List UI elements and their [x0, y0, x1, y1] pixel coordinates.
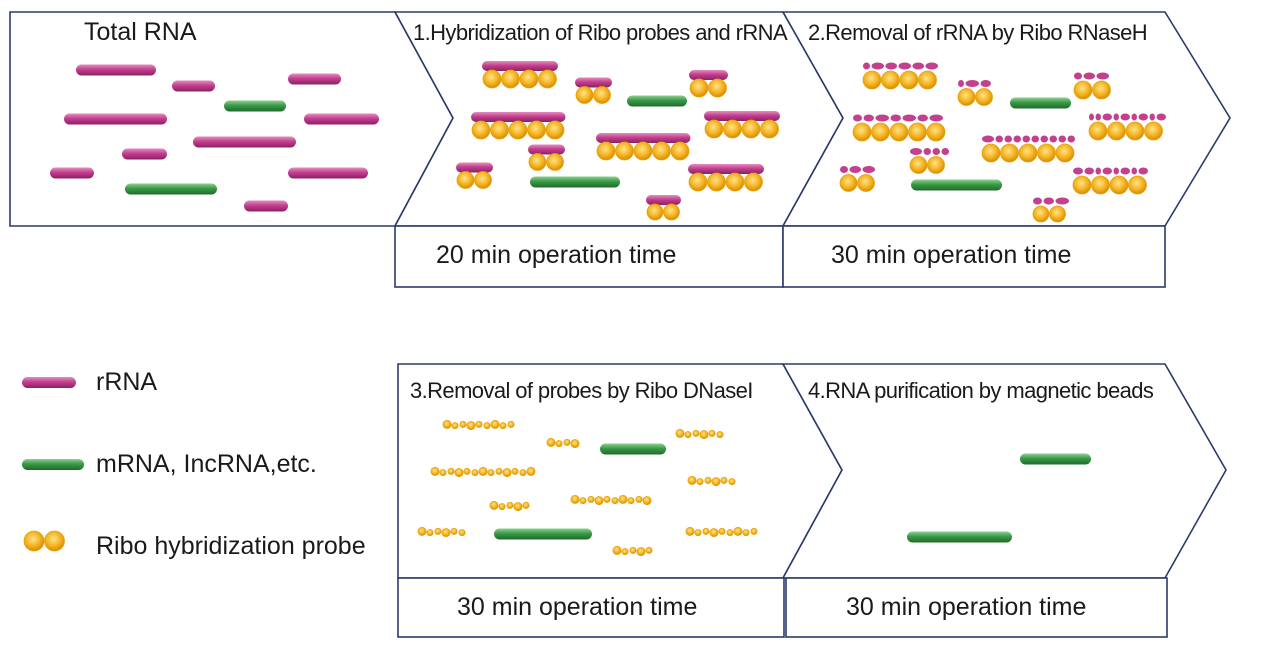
legend-mrna-label: mRNA, IncRNA,etc. — [96, 450, 317, 478]
hybrid-complex-rrna — [482, 61, 558, 71]
digested-probe — [675, 428, 724, 440]
legend-probe-label: Ribo hybridization probe — [96, 532, 366, 560]
hybrid-complex-rrna — [689, 70, 728, 80]
mrna-strand — [530, 176, 620, 188]
digested-probe — [687, 475, 736, 487]
cleaved-complex-beads — [839, 174, 875, 192]
cleaved-complex-fragments — [1074, 72, 1109, 80]
rrna-strand — [122, 148, 167, 160]
step1-title: 1.Hybridization of Ribo probes and rRNA — [413, 20, 788, 45]
rrna-strand — [288, 73, 341, 85]
total-rna-title: Total RNA — [84, 18, 197, 46]
cleaved-complex-fragments — [863, 62, 938, 70]
hybrid-complex-rrna — [528, 144, 565, 155]
hybrid-complex-beads — [471, 120, 565, 140]
rrna-strand — [304, 113, 379, 125]
cleaved-complex-beads — [852, 122, 946, 142]
hybrid-complex-rrna — [575, 77, 612, 88]
digested-probe — [489, 500, 530, 512]
rrna-strand — [50, 167, 94, 179]
rrna-strand — [172, 80, 215, 92]
hybrid-complex-beads — [688, 172, 763, 192]
digested-probe — [612, 545, 653, 557]
cleaved-complex-fragments — [958, 80, 991, 87]
legend-probe-swatch — [23, 530, 65, 552]
hybrid-complex-beads — [689, 78, 727, 98]
hybrid-complex-rrna — [704, 111, 780, 121]
hybrid-complex-beads — [456, 171, 492, 189]
digested-probe — [685, 526, 758, 538]
rrna-strand — [288, 167, 368, 179]
mrna-strand — [494, 528, 592, 540]
cleaved-complex-beads — [1072, 175, 1147, 195]
digested-probe — [570, 494, 652, 506]
digested-probe — [417, 526, 466, 538]
rrna-strand — [244, 200, 288, 212]
step2-time-label: 30 min operation time — [831, 241, 1072, 269]
digested-probe — [546, 437, 580, 449]
step4-title: 4.RNA purification by magnetic beads — [808, 378, 1154, 403]
hybrid-complex-rrna — [456, 162, 493, 173]
hybrid-complex-beads — [704, 119, 779, 139]
digested-probe — [442, 419, 515, 431]
cleaved-complex-beads — [1088, 121, 1163, 141]
cleaved-complex-beads — [1032, 205, 1066, 223]
mrna-strand — [627, 95, 687, 107]
mrna-strand — [600, 443, 666, 455]
cleaved-complex-fragments — [1073, 167, 1148, 175]
step2-time-box — [782, 225, 1166, 288]
step4-time-label: 30 min operation time — [846, 593, 1087, 621]
rrna-strand — [193, 136, 296, 148]
hybrid-complex-rrna — [688, 164, 764, 174]
legend-rrna-swatch — [22, 377, 76, 388]
step1-time-box — [394, 225, 784, 288]
cleaved-complex-beads — [909, 156, 945, 174]
hybrid-complex-beads — [528, 153, 564, 171]
hybrid-complex-beads — [646, 203, 680, 221]
cleaved-complex-beads — [981, 143, 1075, 163]
hybrid-complex-beads — [482, 69, 557, 89]
step3-time-box — [397, 577, 785, 638]
mrna-strand — [125, 183, 217, 195]
cleaved-complex-fragments — [910, 148, 949, 155]
rrna-strand — [64, 113, 167, 125]
hybrid-complex-rrna — [646, 195, 681, 205]
cleaved-complex-beads — [957, 88, 993, 106]
step3-time-label: 30 min operation time — [457, 593, 698, 621]
mrna-strand — [1010, 97, 1071, 109]
cleaved-complex-fragments — [1033, 197, 1069, 205]
mrna-strand — [224, 100, 286, 112]
hybrid-complex-rrna — [471, 112, 566, 122]
mrna-strand — [1020, 453, 1091, 465]
mrna-strand — [911, 179, 1002, 191]
step3-title: 3.Removal of probes by Ribo DNaseI — [410, 378, 753, 403]
step2-title: 2.Removal of rRNA by Ribo RNaseH — [808, 20, 1148, 45]
step1-time-label: 20 min operation time — [436, 241, 677, 269]
hybrid-complex-beads — [596, 141, 690, 161]
legend-mrna-swatch — [22, 459, 84, 470]
digested-probe — [430, 466, 536, 478]
mrna-strand — [907, 531, 1012, 543]
cleaved-complex-beads — [1073, 80, 1111, 100]
cleaved-complex-fragments — [1089, 113, 1166, 121]
step4-time-box — [785, 577, 1168, 638]
hybrid-complex-rrna — [596, 133, 691, 143]
hybrid-complex-beads — [575, 86, 611, 104]
cleaved-complex-fragments — [840, 166, 875, 173]
cleaved-complex-beads — [862, 70, 937, 90]
cleaved-complex-fragments — [853, 114, 943, 122]
legend-rrna-label: rRNA — [96, 368, 158, 396]
rrna-strand — [76, 64, 156, 76]
cleaved-complex-fragments — [982, 135, 1075, 143]
